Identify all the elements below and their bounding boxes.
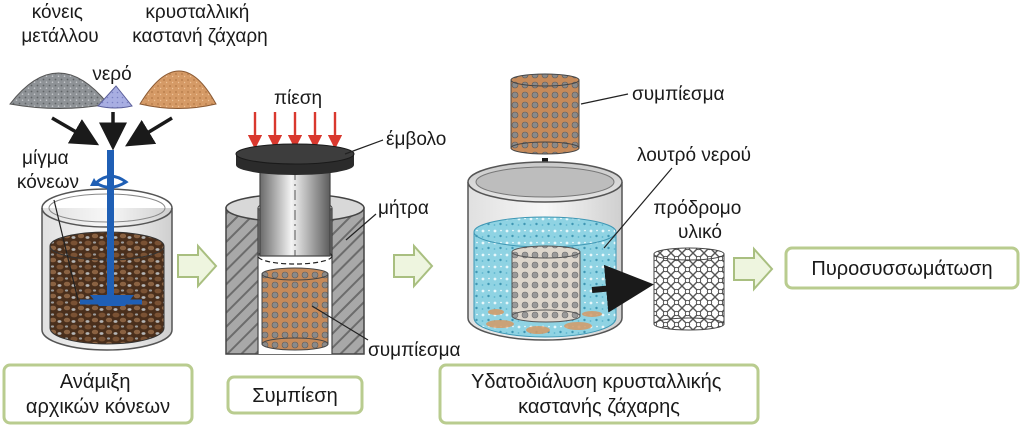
rotation-arrow-icon (90, 178, 99, 186)
compact-pointer (311, 305, 369, 341)
flow-arrow-1 (177, 243, 218, 289)
stage-box-dissolution: Υδατοδιάλυση κρυσταλλικής καστανής ζάχαρ… (438, 363, 760, 425)
stage-box-sintering: Πυροσυσσωμάτωση (784, 246, 1020, 290)
sugar-label: κρυσταλλική καστανή ζάχαρη (132, 2, 267, 47)
stage-box-compaction: Συμπίεση (226, 375, 364, 415)
stage-dissolution-label: Υδατοδιάλυση κρυσταλλικής καστανής ζάχαρ… (471, 371, 727, 418)
extract-arrow (591, 264, 654, 313)
water-label: νερό (92, 64, 131, 85)
compact-before-dissolution (510, 73, 580, 155)
stirrer (80, 150, 142, 306)
die-pointer (345, 213, 377, 241)
piston-pointer (344, 139, 384, 155)
flow-arrows (177, 243, 774, 292)
feed-arrow-metal (51, 116, 100, 146)
piston-label: έμβολο (386, 129, 446, 150)
piston (235, 143, 355, 257)
feed-arrows (51, 112, 173, 151)
water-drop-pile (97, 85, 133, 109)
compact-in-bath (511, 245, 581, 323)
compact-top-label: συμπίεσμα (632, 84, 725, 105)
stage-box-mixing: Ανάμιξη αρχικών κόνεων (2, 363, 194, 425)
metal-powder-label: κόνεις μετάλλου (21, 2, 98, 47)
compact-in-die (261, 267, 329, 351)
compact-label: συμπίεσμα (368, 340, 461, 361)
porous-precursor (653, 247, 725, 331)
powder-mix-label: μίγμα κόνεων (17, 148, 79, 193)
stage-compaction-label: Συμπίεση (252, 385, 337, 407)
powder-mix-pointer (53, 199, 79, 301)
feed-arrow-sugar (125, 116, 173, 147)
sugar-pile (139, 70, 217, 109)
stage-sintering-label: Πυροσυσσωμάτωση (811, 258, 992, 280)
pressure-label: πίεση (274, 88, 322, 109)
pressure-arrows (247, 112, 343, 150)
flow-arrow-2 (393, 243, 434, 289)
die-label: μήτρα (378, 198, 429, 219)
precursor-label: πρόδρομο υλικό (653, 198, 746, 243)
water-bath-pointer (603, 167, 673, 249)
water-bath-label: λουτρό νερού (637, 145, 751, 166)
stage-mixing-label: Ανάμιξη αρχικών κόνεων (26, 371, 170, 418)
flow-arrow-3 (733, 246, 774, 292)
rotation-icon (94, 174, 129, 189)
compact-top-pointer (580, 93, 629, 105)
dissolved-sugar-flakes (486, 309, 602, 334)
